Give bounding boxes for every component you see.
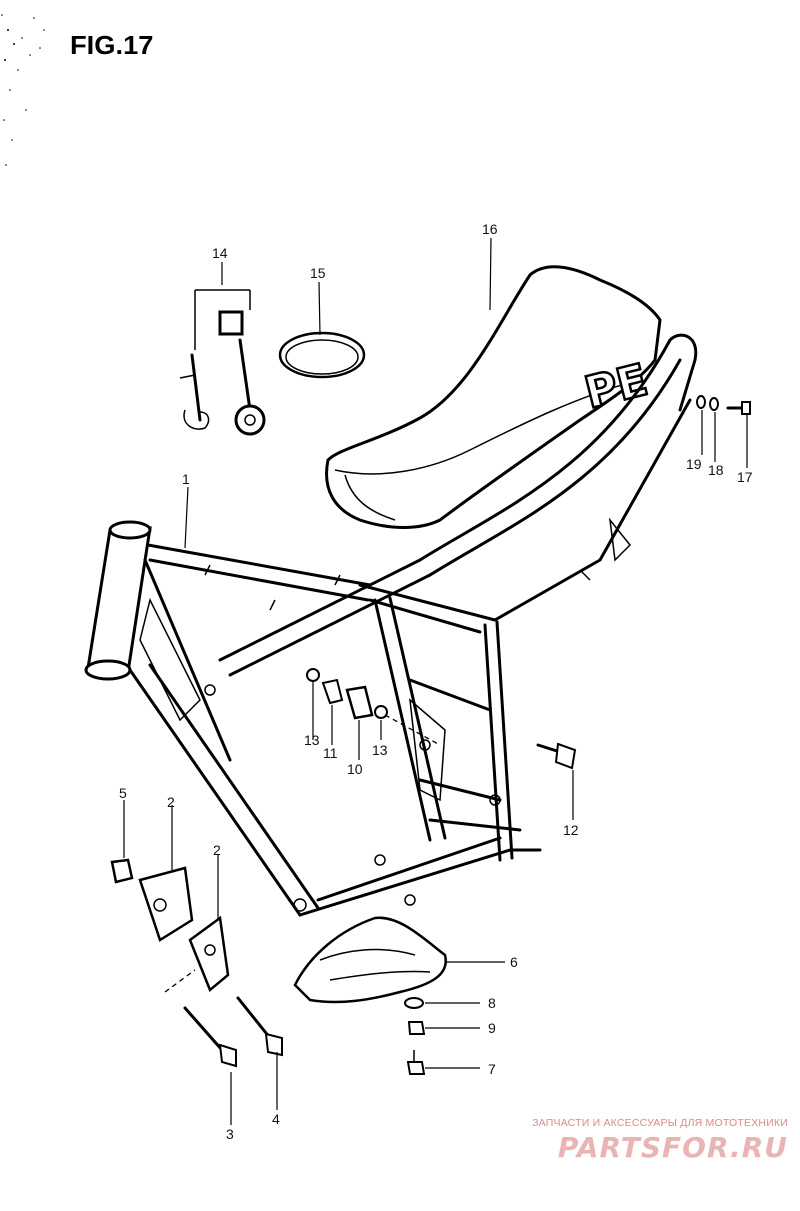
bolts-3-4-drawing (183, 996, 283, 1068)
tool-wrenches-drawing (179, 289, 266, 436)
callout-4: 4 (272, 1111, 280, 1127)
nut-9-drawing (407, 1021, 426, 1035)
leader-lines (123, 237, 748, 1125)
callout-5: 5 (119, 785, 127, 801)
washer-8-drawing (404, 997, 424, 1009)
spacer-set-drawing (306, 668, 441, 746)
bolt-7-drawing (406, 1061, 426, 1075)
callout-17: 17 (737, 469, 753, 485)
callout-14: 14 (212, 245, 228, 261)
watermark-site: PARTSFOR.RU (557, 1131, 788, 1164)
plate-2b-drawing (188, 915, 230, 993)
callout-9: 9 (488, 1020, 496, 1036)
callout-10: 10 (347, 761, 363, 777)
callout-15: 15 (310, 265, 326, 281)
watermark: ЗАПЧАСТИ И АКСЕССУАРЫ ДЛЯ МОТОТЕХНИКИ PA… (488, 1117, 788, 1164)
callout-8: 8 (488, 995, 496, 1011)
callout-12: 12 (563, 822, 579, 838)
callout-16: 16 (482, 221, 498, 237)
callout-6: 6 (510, 954, 518, 970)
callout-18: 18 (708, 462, 724, 478)
frame-drawing (84, 333, 698, 917)
skid-plate-drawing (293, 916, 448, 1004)
callout-1: 1 (182, 471, 190, 487)
callout-19: 19 (686, 456, 702, 472)
callout-3: 3 (226, 1126, 234, 1142)
scan-speckle (1, 14, 45, 166)
bolt-17-set-drawing (696, 395, 751, 415)
figure-title: FIG.17 (70, 30, 154, 60)
ring-drawing (278, 331, 366, 379)
nut-5-drawing (110, 858, 134, 884)
watermark-tagline: ЗАПЧАСТИ И АКСЕССУАРЫ ДЛЯ МОТОТЕХНИКИ (532, 1117, 788, 1129)
callout-2b: 2 (213, 842, 221, 858)
callout-13b: 13 (372, 742, 388, 758)
callout-2a: 2 (167, 794, 175, 810)
callout-11: 11 (323, 745, 338, 761)
bolt-12-drawing (536, 742, 577, 770)
callout-13a: 13 (304, 732, 320, 748)
seat-drawing: PE (325, 265, 662, 529)
callout-7: 7 (488, 1061, 496, 1077)
